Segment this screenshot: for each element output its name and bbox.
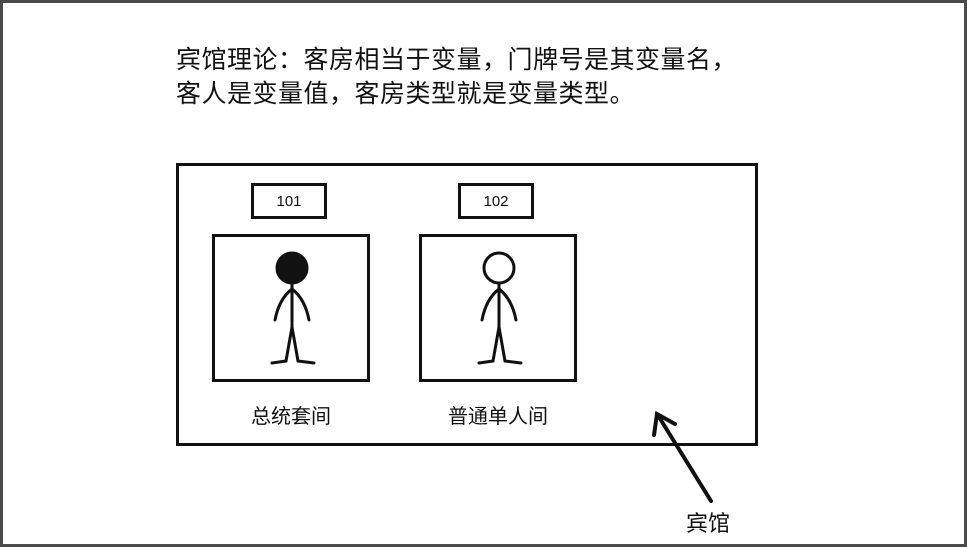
door-plate-102: 102: [458, 183, 534, 219]
room-number-101: 101: [276, 192, 302, 210]
pointer-arrow-icon: [652, 410, 713, 503]
guest-outline-icon: [477, 251, 523, 365]
guest-filled-icon: [270, 251, 316, 365]
caption-line-1: 宾馆理论：客房相当于变量，门牌号是其变量名，: [176, 45, 738, 74]
caption-line-2: 客人是变量值，客房类型就是变量类型。: [176, 79, 636, 108]
room-type-102: 普通单人间: [448, 404, 548, 428]
hotel-label: 宾馆: [686, 512, 731, 537]
room-102: [419, 234, 577, 382]
room-number-102: 102: [483, 192, 509, 210]
caption: 宾馆理论：客房相当于变量，门牌号是其变量名， 客人是变量值，客房类型就是变量类型…: [176, 43, 737, 111]
hotel-box: 101 总统套间 102: [176, 163, 758, 446]
door-plate-101: 101: [251, 183, 327, 219]
room-type-101: 总统套间: [251, 404, 331, 428]
room-101: [212, 234, 370, 382]
